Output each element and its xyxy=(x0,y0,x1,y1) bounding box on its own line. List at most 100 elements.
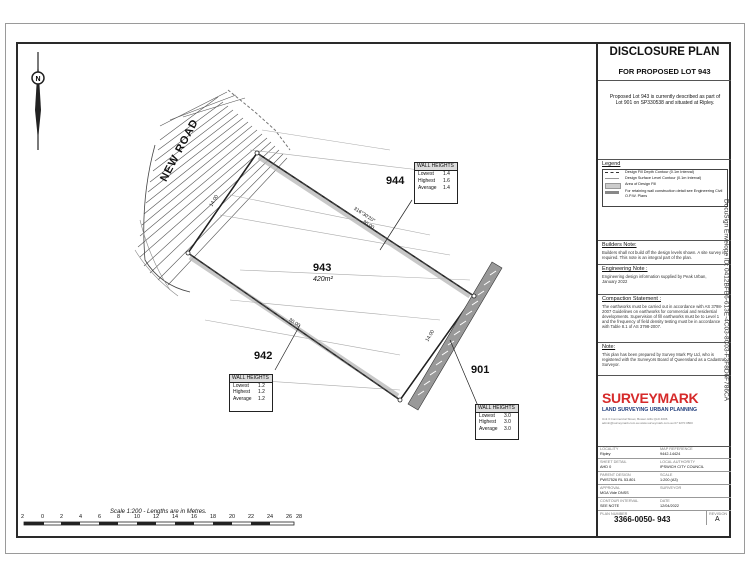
local-authority-label: LOCAL AUTHORITY xyxy=(660,460,696,464)
road-hatching xyxy=(137,91,288,286)
company-logo: SURVEYMARK LAND SURVEYING URBAN PLANNING… xyxy=(602,390,727,425)
company-address: Unit 3 Commercial Street, Bowen Hills QL… xyxy=(602,417,668,421)
scale-tick: 28 xyxy=(296,514,303,520)
engineering-note-text: Engineering design information supplied … xyxy=(602,274,707,284)
lowest-value: 1.2 xyxy=(258,382,265,389)
average-value: 1.2 xyxy=(258,395,265,402)
scale-tick: 10 xyxy=(134,514,141,520)
plan-description: Proposed Lot 943 is currently described … xyxy=(609,94,721,106)
scale-tick: 8 xyxy=(117,514,121,520)
company-contact: admin@surveymark.com.au www.surveymark.c… xyxy=(602,421,693,425)
wall-heights-heading: WALL HEIGHTS xyxy=(476,405,518,413)
engineering-note-heading: Engineering Note : xyxy=(602,266,648,272)
company-name: SURVEYMARK xyxy=(602,390,699,406)
contour-interval-label: CONTOUR INTERVAL xyxy=(600,499,639,503)
highest-label: Highest xyxy=(418,178,435,184)
lot-943-label: 943 xyxy=(313,262,332,274)
wall-heights-heading: WALL HEIGHTS xyxy=(230,375,272,383)
average-label: Average xyxy=(418,185,437,191)
east-reserve-band xyxy=(407,261,503,411)
lot-943-area: 420m² xyxy=(313,276,333,283)
lowest-label: Lowest xyxy=(479,412,495,419)
compaction-heading: Compaction Statement : xyxy=(602,296,662,302)
wall-heights-box-901: WALL HEIGHTS Lowest 3.0 Highest 3.0 Averag… xyxy=(475,404,519,440)
note-text: This plan has been prepared by Survey Ma… xyxy=(602,352,726,367)
scale-bar xyxy=(23,521,295,526)
scale-tick: 22 xyxy=(248,514,255,520)
locality-label: LOCALITY xyxy=(600,447,619,451)
scale-tick: 14 xyxy=(172,514,179,520)
company-tagline: LAND SURVEYING URBAN PLANNING xyxy=(602,407,698,413)
plan-title: DISCLOSURE PLAN xyxy=(609,46,720,58)
approval-value: MGA Vide DNSS xyxy=(600,491,629,495)
legend-item-retaining-wall: For retaining wall construction detail s… xyxy=(625,189,723,198)
scale-tick: 4 xyxy=(79,514,83,520)
compaction-text: The earthworks must be carried out in ac… xyxy=(602,304,723,329)
surveyor-label: SURVEYOR xyxy=(660,486,682,490)
legend-box: Design Fill Depth Contour (0.1m Interval… xyxy=(602,169,728,207)
title-block: LOCALITY Ripley MAP REFERENCE 9442-14424… xyxy=(598,446,731,525)
scale-tick: 16 xyxy=(191,514,198,520)
locality-value: Ripley xyxy=(600,452,611,456)
plan-number: 3366-0050- 943 xyxy=(614,515,671,524)
legend-item-design-fill: Area of Design Fill xyxy=(625,182,657,186)
wall-heights-heading: WALL HEIGHTS xyxy=(415,163,457,171)
highest-label: Highest xyxy=(479,419,496,425)
legend-item-surface-level: Design Surface Level Contour (0.1m Inter… xyxy=(625,176,702,180)
builders-note-heading: Builders Note: xyxy=(602,242,637,248)
highest-value: 1.6 xyxy=(443,178,450,184)
lowest-value: 3.0 xyxy=(504,412,511,419)
highest-label: Highest xyxy=(233,389,250,395)
average-label: Average xyxy=(233,395,252,402)
revision-label: REVISION xyxy=(709,512,728,516)
average-value: 1.4 xyxy=(443,185,450,191)
date-value: 12/04/2022 xyxy=(660,504,680,508)
date-label: DATE xyxy=(660,499,670,503)
plan-number-label: PLAN NUMBER xyxy=(600,512,628,516)
sheet-border xyxy=(5,23,745,554)
highest-value: 1.2 xyxy=(258,389,265,395)
lot-942-label: 942 xyxy=(254,350,273,362)
scale-tick: 12 xyxy=(153,514,160,520)
lot-944-label: 944 xyxy=(386,175,405,187)
scale-tick: 2 xyxy=(60,514,64,520)
plan-subtitle: FOR PROPOSED LOT 943 xyxy=(618,67,711,76)
scale-tick: 26 xyxy=(286,514,293,520)
average-label: Average xyxy=(479,425,498,432)
docusign-envelope-id: DocuSign Envelope ID: 0412BFB6-613E-4C03… xyxy=(722,199,730,401)
scale-ticks: 2 0 2 4 6 8 10 12 14 16 18 20 22 24 26 2… xyxy=(18,514,303,522)
scale-tick: 0 xyxy=(41,514,45,520)
highest-value: 3.0 xyxy=(504,419,511,425)
scale-label: SCALE xyxy=(660,473,673,477)
scale-tick: 2 xyxy=(21,514,25,520)
parent-design-value: PWS7526 RL 53.801 xyxy=(600,478,636,482)
scale-tick: 6 xyxy=(98,514,102,520)
sheet-detail-value: AHD 0 xyxy=(600,465,612,469)
parent-design-label: PARENT DESIGN xyxy=(600,473,631,477)
legend-item-fill-depth: Design Fill Depth Contour (0.1m Interval… xyxy=(625,170,695,174)
scale-caption: Scale 1:200 - Lengths are in Metres. xyxy=(110,509,207,515)
title-panel: DISCLOSURE PLAN FOR PROPOSED LOT 943 Pro… xyxy=(596,42,731,538)
revision-value: A xyxy=(715,516,720,523)
north-arrow-icon: N xyxy=(31,52,45,150)
local-authority-value: IPSWICH CITY COUNCIL xyxy=(660,465,705,469)
approval-label: APPROVAL xyxy=(600,486,621,490)
scale-tick: 18 xyxy=(210,514,217,520)
svg-text:N: N xyxy=(36,76,41,83)
lowest-label: Lowest xyxy=(233,382,249,389)
sheet-detail-label: SHEET DETAIL xyxy=(600,460,627,464)
lot-901-label: 901 xyxy=(471,364,490,376)
scale-value: 1:200 (A3) xyxy=(660,478,678,482)
lowest-value: 1.4 xyxy=(443,171,450,177)
wall-heights-box-942: WALL HEIGHTS Lowest 1.2 Highest 1.2 Averag… xyxy=(229,374,273,412)
legend-heading: Legend xyxy=(602,161,621,167)
scale-tick: 20 xyxy=(229,514,236,520)
plan-frame xyxy=(16,42,731,538)
scale-tick: 24 xyxy=(267,514,274,520)
builders-note-text: Builders shall not build off the design … xyxy=(602,250,726,260)
note-heading: Note: xyxy=(602,344,616,350)
average-value: 3.0 xyxy=(504,425,511,432)
